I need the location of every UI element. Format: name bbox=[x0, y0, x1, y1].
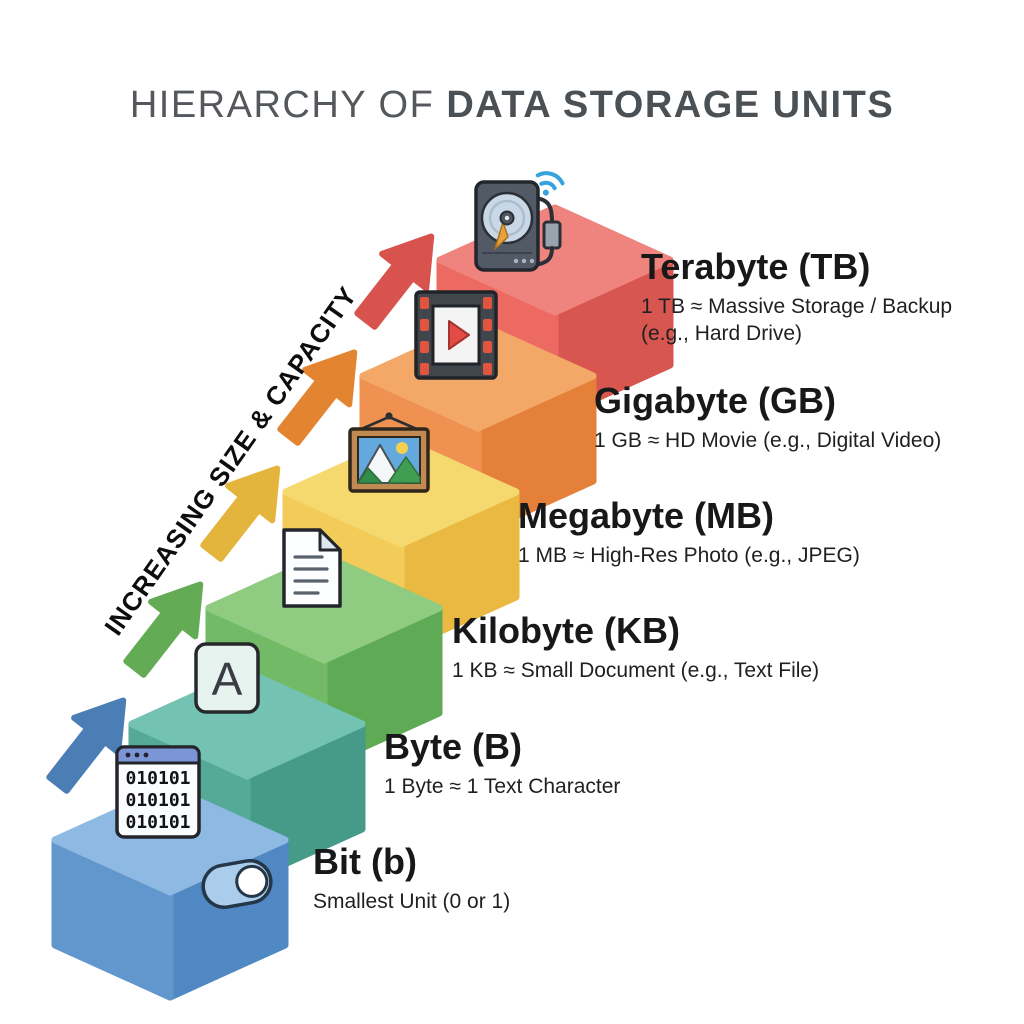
step-heading: Megabyte (MB) bbox=[518, 495, 775, 536]
step-label-kilobyte: Kilobyte (KB) 1 KB ≈ Small Document (e.g… bbox=[452, 611, 819, 684]
step-desc: 1 GB ≈ HD Movie (e.g., Digital Video) bbox=[594, 427, 941, 454]
step-desc-line: 1 TB ≈ Massive Storage / Backup bbox=[641, 295, 953, 318]
step-label-terabyte: Terabyte (TB) 1 TB ≈ Massive Storage / B… bbox=[641, 247, 952, 347]
svg-text:010101: 010101 bbox=[125, 812, 190, 833]
toggle-knob bbox=[235, 864, 269, 898]
growth-arrow-5 bbox=[354, 233, 435, 330]
hard-drive-icon bbox=[474, 171, 565, 272]
growth-arrow-4 bbox=[277, 349, 358, 446]
step-heading: Terabyte (TB) bbox=[641, 246, 871, 287]
step-heading: Bit (b) bbox=[313, 841, 417, 882]
svg-text:010101: 010101 bbox=[125, 790, 190, 811]
step-heading: Kilobyte (KB) bbox=[452, 610, 680, 651]
step-desc: 1 TB ≈ Massive Storage / Backup (e.g., H… bbox=[641, 293, 952, 347]
usb-connector bbox=[542, 220, 562, 250]
toggle-switch-icon bbox=[201, 858, 273, 910]
step-desc-line: Smallest Unit (0 or 1) bbox=[313, 890, 511, 913]
framed-photo-icon bbox=[348, 412, 430, 493]
title-emphasis: DATA STORAGE UNITS bbox=[446, 84, 895, 126]
binary-code-icon: 010101 010101 010101 bbox=[115, 745, 201, 839]
step-label-megabyte: Megabyte (MB) 1 MB ≈ High-Res Photo (e.g… bbox=[518, 496, 860, 569]
page-title: HIERARCHY OF DATA STORAGE UNITS bbox=[0, 84, 1024, 127]
step-desc-line: 1 MB ≈ High-Res Photo (e.g., JPEG) bbox=[518, 544, 860, 567]
hdd-needle bbox=[494, 221, 509, 250]
step-desc: 1 KB ≈ Small Document (e.g., Text File) bbox=[452, 657, 819, 684]
step-desc: 1 Byte ≈ 1 Text Character bbox=[384, 773, 620, 800]
letter-a-icon: A bbox=[194, 642, 260, 714]
film-strip-icon bbox=[414, 290, 498, 380]
step-label-bit: Bit (b) Smallest Unit (0 or 1) bbox=[313, 842, 510, 915]
wifi-icon bbox=[535, 171, 565, 196]
step-desc-line: (e.g., Hard Drive) bbox=[641, 322, 803, 345]
step-desc-line: 1 Byte ≈ 1 Text Character bbox=[384, 775, 621, 798]
step-desc-line: 1 KB ≈ Small Document (e.g., Text File) bbox=[452, 659, 820, 682]
step-label-byte: Byte (B) 1 Byte ≈ 1 Text Character bbox=[384, 727, 620, 800]
growth-arrow-2 bbox=[123, 581, 204, 678]
growth-arrow-1 bbox=[46, 697, 127, 794]
step-heading: Gigabyte (GB) bbox=[594, 380, 837, 421]
step-desc: Smallest Unit (0 or 1) bbox=[313, 888, 510, 915]
svg-text:A: A bbox=[212, 653, 243, 705]
growth-arrow-3 bbox=[200, 465, 281, 562]
step-label-gigabyte: Gigabyte (GB) 1 GB ≈ HD Movie (e.g., Dig… bbox=[594, 381, 941, 454]
step-desc: 1 MB ≈ High-Res Photo (e.g., JPEG) bbox=[518, 542, 860, 569]
step-desc-line: 1 GB ≈ HD Movie (e.g., Digital Video) bbox=[594, 429, 942, 452]
title-prefix: HIERARCHY OF bbox=[129, 84, 435, 126]
document-icon bbox=[282, 528, 342, 608]
play-button-icon bbox=[448, 320, 470, 350]
step-heading: Byte (B) bbox=[384, 726, 523, 767]
svg-text:010101: 010101 bbox=[125, 768, 190, 789]
